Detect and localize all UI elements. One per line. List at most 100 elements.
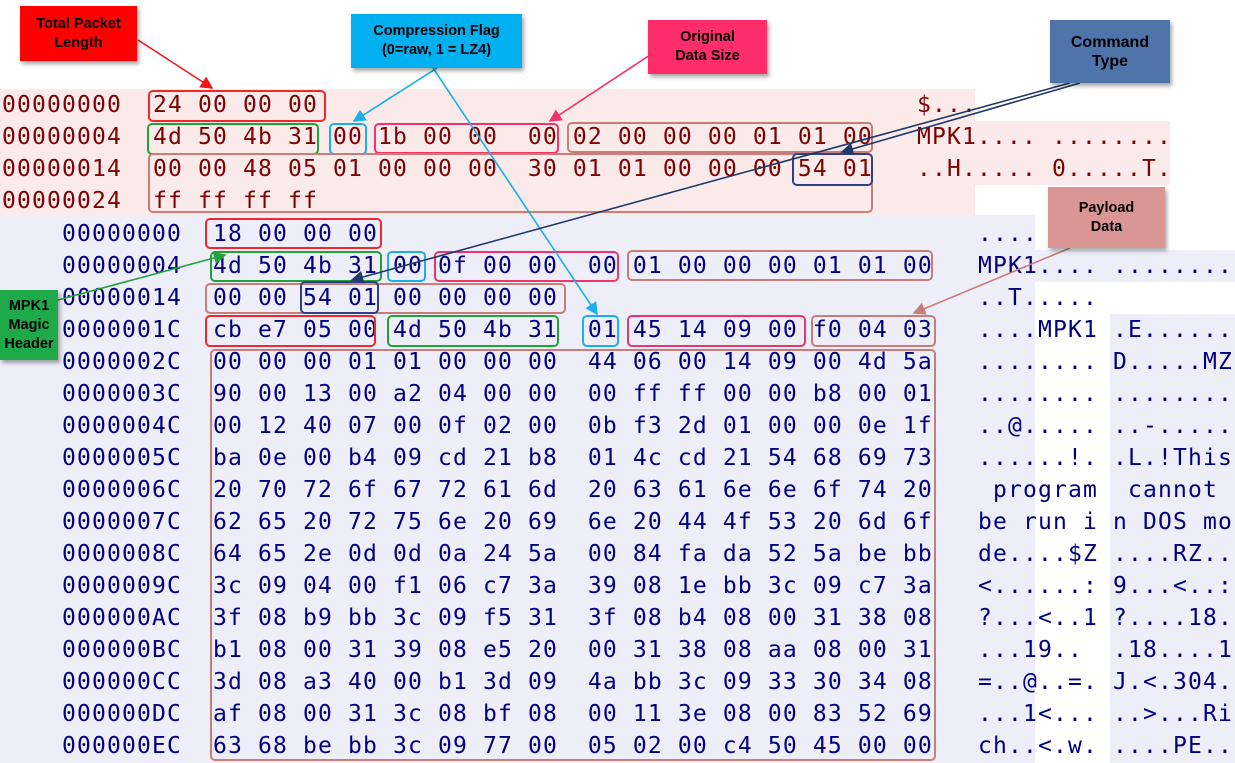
magic-arrow xyxy=(57,251,227,301)
inner-magic-field xyxy=(210,251,382,282)
total-packet-length-callout: Total Packet Length xyxy=(20,6,137,61)
dump-row-hex-bytes: 20 70 72 6f 67 72 61 6d 20 63 61 6e 6e 6… xyxy=(213,477,933,503)
inner-compression-flag-field xyxy=(387,251,426,282)
original-data-size-callout: Original Data Size xyxy=(648,20,767,74)
dump-row-offset: 00000004 xyxy=(2,124,122,150)
inner-payload-field xyxy=(205,283,566,314)
inner-original-size-field xyxy=(434,251,619,282)
command-type-callout: Command Type xyxy=(1050,20,1170,83)
dump-row-offset: 00000000 xyxy=(2,92,122,118)
dump-row-hex-bytes: 63 68 be bb 3c 09 77 00 05 02 00 c4 50 4… xyxy=(213,733,933,759)
payload-data-label: Payload Data xyxy=(1078,199,1135,235)
dump-row-offset: 0000008C xyxy=(62,541,182,567)
dump-row-ascii: MPK1.... ........ xyxy=(917,124,1172,150)
nested-length-field xyxy=(205,315,376,347)
dump-row-hex-bytes: 3d 08 a3 40 00 b1 3d 09 4a bb 3c 09 33 3… xyxy=(213,669,933,695)
outer-packet-background-ascii xyxy=(975,121,1170,185)
inner-packet-background-ascii xyxy=(1035,250,1235,282)
command-arrow-inner xyxy=(350,82,1071,284)
dump-row-offset: 000000DC xyxy=(62,701,182,727)
inner-packet-background-ascii xyxy=(1110,314,1235,763)
outer-command-type-field xyxy=(792,153,873,186)
dump-row-ascii: ........ D.....MZ xyxy=(978,349,1233,375)
compression-arrow-outer xyxy=(352,67,438,122)
dump-row-ascii: ..@..... ..-..... xyxy=(978,413,1233,439)
nested-payload-body xyxy=(210,349,936,761)
dump-row-offset: 00000024 xyxy=(2,188,122,214)
dump-row-ascii: ..T..... xyxy=(978,285,1098,311)
nested-magic-field xyxy=(387,315,559,347)
dump-row-ascii: =..@..=. J.<.304. xyxy=(978,669,1233,695)
dump-row-hex-bytes: 00 00 54 01 00 00 00 00 xyxy=(213,285,558,311)
command-arrow-outer xyxy=(840,82,1081,156)
total-packet-length-label: Total Packet Length xyxy=(36,15,121,51)
dump-row-ascii: ..H..... 0.....T. xyxy=(917,156,1172,182)
compression-flag-values: (0=raw, 1 = LZ4) xyxy=(381,42,492,58)
dump-row-ascii: be run i n DOS mo xyxy=(978,509,1233,535)
dump-row-ascii: ....MPK1 .E...... xyxy=(978,317,1233,343)
dump-row-offset: 00000014 xyxy=(62,285,182,311)
compression-flag-callout: Compression Flag (0=raw, 1 = LZ4) xyxy=(351,14,522,68)
dump-row-hex-bytes: 00 00 00 01 01 00 00 00 44 06 00 14 09 0… xyxy=(213,349,933,375)
inner-length-field xyxy=(205,218,382,249)
dump-row-ascii: ?...<..1 ?....18. xyxy=(978,605,1233,631)
dump-row-ascii: .... xyxy=(978,221,1038,247)
dump-row-offset: 00000000 xyxy=(62,221,182,247)
dump-row-offset: 000000AC xyxy=(62,605,182,631)
dump-row-hex-bytes: 4d 50 4b 31 00 1b 00 00 00 02 00 00 00 0… xyxy=(153,124,873,150)
dump-row-ascii: ch..<.w. ....PE.. xyxy=(978,733,1233,759)
dump-row-offset: 0000003C xyxy=(62,381,182,407)
dump-row-hex-bytes: af 08 00 31 3c 08 bf 08 00 11 3e 08 00 8… xyxy=(213,701,933,727)
dump-row-ascii: ........ ........ xyxy=(978,381,1233,407)
nested-compression-flag-field xyxy=(582,315,619,347)
dump-row-ascii: ...1<... ..>...Ri xyxy=(978,701,1233,727)
dump-row-hex-bytes: 18 00 00 00 xyxy=(213,221,378,247)
dump-row-offset: 0000007C xyxy=(62,509,182,535)
dump-row-hex-bytes: 3f 08 b9 bb 3c 09 f5 31 3f 08 b4 08 00 3… xyxy=(213,605,933,631)
inner-command-type-field xyxy=(300,281,379,314)
dump-row-hex-bytes: b1 08 00 31 39 08 e5 20 00 31 38 08 aa 0… xyxy=(213,637,933,663)
nested-payload-field xyxy=(811,315,936,347)
inner-packet-background xyxy=(0,215,1035,763)
dump-row-ascii: de....$Z ....RZ.. xyxy=(978,541,1233,567)
dump-row-ascii: MPK1.... ........ xyxy=(978,253,1233,279)
dump-row-hex-bytes: 4d 50 4b 31 00 0f 00 00 00 01 00 00 00 0… xyxy=(213,253,933,279)
dump-row-ascii: ...19.. .18....1 xyxy=(978,637,1233,663)
dump-row-hex-bytes: ff ff ff ff xyxy=(153,188,318,214)
dump-row-offset: 0000002C xyxy=(62,349,182,375)
compression-arrow-nested xyxy=(432,67,598,316)
dump-row-hex-bytes: 3c 09 04 00 f1 06 c7 3a 39 08 1e bb 3c 0… xyxy=(213,573,933,599)
payload-data-callout: Payload Data xyxy=(1048,187,1165,248)
magic-header-label: MPK1 Magic Header xyxy=(4,297,54,352)
dump-row-ascii: ......!. .L.!This xyxy=(978,445,1233,471)
dump-row-hex-bytes: 90 00 13 00 a2 04 00 00 00 ff ff 00 00 b… xyxy=(213,381,933,407)
dump-row-offset: 000000EC xyxy=(62,733,182,759)
dump-row-offset: 0000001C xyxy=(62,317,182,343)
payload-arrow xyxy=(912,247,1071,315)
dump-row-offset: 000000CC xyxy=(62,669,182,695)
compression-flag-label: Compression Flag xyxy=(373,23,500,39)
dump-row-offset: 0000006C xyxy=(62,477,182,503)
dump-row-hex-bytes: 24 00 00 00 xyxy=(153,92,318,118)
outer-length-field xyxy=(148,90,326,122)
dump-row-hex-bytes: 00 12 40 07 00 0f 02 00 0b f3 2d 01 00 0… xyxy=(213,413,933,439)
dump-row-offset: 0000009C xyxy=(62,573,182,599)
dump-row-ascii: <......: 9...<..: xyxy=(978,573,1233,599)
dump-row-offset: 000000BC xyxy=(62,637,182,663)
dump-row-offset: 0000004C xyxy=(62,413,182,439)
inner-payload-field xyxy=(627,250,933,281)
dump-row-ascii: program cannot xyxy=(978,477,1233,503)
dump-row-offset: 00000014 xyxy=(2,156,122,182)
original-size-arrow xyxy=(548,54,651,122)
dump-row-hex-bytes: 62 65 20 72 75 6e 20 69 6e 20 44 4f 53 2… xyxy=(213,509,933,535)
dump-row-offset: 00000004 xyxy=(62,253,182,279)
dump-row-hex-bytes: cb e7 05 00 4d 50 4b 31 01 45 14 09 00 f… xyxy=(213,317,933,343)
dump-row-hex-bytes: 64 65 2e 0d 0d 0a 24 5a 00 84 fa da 52 5… xyxy=(213,541,933,567)
dump-row-offset: 0000005C xyxy=(62,445,182,471)
command-type-label: Command Type xyxy=(1070,33,1150,70)
nested-original-size-field xyxy=(627,315,806,347)
length-arrow xyxy=(137,39,214,89)
original-data-size-label: Original Data Size xyxy=(675,29,740,64)
dump-row-hex-bytes: ba 0e 00 b4 09 cd 21 b8 01 4c cd 21 54 6… xyxy=(213,445,933,471)
